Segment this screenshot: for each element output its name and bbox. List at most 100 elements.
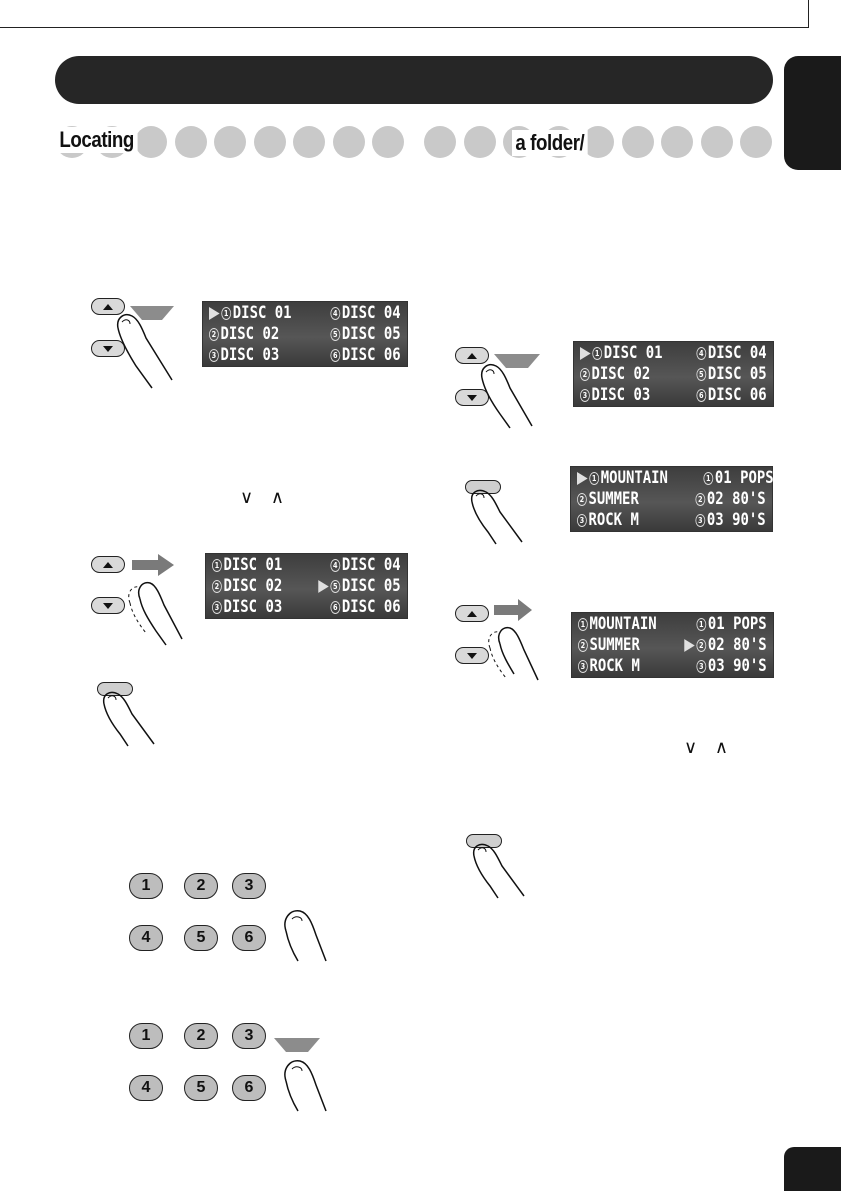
selection-arrow-icon bbox=[577, 472, 588, 485]
lcd-slot-number: 3 bbox=[577, 514, 587, 527]
up-button[interactable] bbox=[455, 605, 489, 622]
number-button-2[interactable]: 2 bbox=[184, 873, 218, 899]
down-button[interactable] bbox=[91, 597, 125, 614]
lcd-entry-text: DISC 02 bbox=[223, 576, 283, 596]
lcd-entry-text: 02 80'S bbox=[707, 489, 766, 509]
lcd-slot-number: 3 bbox=[212, 601, 222, 614]
triangle-up-icon bbox=[467, 610, 477, 617]
select-button[interactable] bbox=[466, 834, 502, 848]
lcd-entry-text: DISC 05 bbox=[708, 364, 767, 384]
up-button[interactable] bbox=[455, 347, 489, 364]
lcd-entry-text: DISC 03 bbox=[220, 345, 280, 365]
lcd-slot-number: 5 bbox=[330, 328, 341, 341]
title-circle bbox=[135, 126, 167, 158]
lcd-slot-number: 6 bbox=[330, 601, 341, 614]
lcd-entry-text: DISC 02 bbox=[591, 364, 651, 384]
select-button[interactable] bbox=[465, 480, 501, 494]
title-circle bbox=[661, 126, 693, 158]
lcd-slot-number: 3 bbox=[695, 514, 706, 527]
lcd-entry-text: DISC 03 bbox=[223, 597, 283, 617]
lcd-slot-number: 1 bbox=[703, 472, 714, 485]
number-button-1[interactable]: 1 bbox=[129, 1023, 163, 1049]
lcd-slot-number: 4 bbox=[330, 307, 341, 320]
lcd-slot-number: 2 bbox=[580, 368, 590, 381]
up-down-symbols: ∨ ∧ bbox=[684, 737, 735, 758]
number-button-4[interactable]: 4 bbox=[129, 925, 163, 951]
number-button-1[interactable]: 1 bbox=[129, 873, 163, 899]
title-circle bbox=[332, 126, 365, 158]
arrow-down-icon bbox=[274, 1038, 320, 1052]
lcd-entry-text: DISC 04 bbox=[708, 343, 767, 363]
lcd-slot-number: 1 bbox=[212, 559, 222, 572]
up-button[interactable] bbox=[91, 556, 125, 573]
lcd-slot-number: 5 bbox=[330, 580, 341, 593]
crop-mark bbox=[808, 0, 809, 28]
number-button-5[interactable]: 5 bbox=[184, 925, 218, 951]
number-button-3[interactable]: 3 bbox=[232, 873, 266, 899]
number-button-4[interactable]: 4 bbox=[129, 1075, 163, 1101]
number-button-6[interactable]: 6 bbox=[232, 925, 266, 951]
lcd-entry-text: DISC 04 bbox=[342, 555, 401, 575]
lcd-entry-text: DISC 01 bbox=[603, 343, 663, 363]
lcd-entry-text: DISC 01 bbox=[223, 555, 283, 575]
down-button[interactable] bbox=[455, 389, 489, 406]
lcd-entry-text: DISC 01 bbox=[232, 303, 292, 323]
lcd-slot-number: 2 bbox=[695, 493, 706, 506]
selection-arrow-icon bbox=[684, 639, 696, 652]
title-folder: a folder/ bbox=[512, 130, 588, 156]
number-button-5[interactable]: 5 bbox=[184, 1075, 218, 1101]
lcd-entry-text: MOUNTAIN bbox=[589, 614, 657, 634]
selection-arrow-icon bbox=[318, 580, 330, 593]
lcd-entry-text: DISC 02 bbox=[220, 324, 280, 344]
finger-press-icon bbox=[116, 314, 173, 389]
title-circle bbox=[253, 126, 286, 158]
arrow-down-icon bbox=[130, 306, 174, 320]
select-button[interactable] bbox=[97, 682, 133, 696]
up-button[interactable] bbox=[91, 298, 125, 315]
number-button-2[interactable]: 2 bbox=[184, 1023, 218, 1049]
title-circle bbox=[463, 126, 496, 158]
triangle-up-icon bbox=[103, 561, 113, 568]
lcd-entry-text: 01 POPS bbox=[708, 614, 767, 634]
down-button[interactable] bbox=[91, 340, 125, 357]
down-button[interactable] bbox=[455, 647, 489, 664]
lcd-slot-number: 1 bbox=[696, 618, 707, 631]
number-button-3[interactable]: 3 bbox=[232, 1023, 266, 1049]
title-circle bbox=[700, 126, 733, 158]
lcd-entry-text: 03 90'S bbox=[707, 510, 766, 530]
lcd-entry-text: SUMMER bbox=[589, 635, 640, 655]
title-locating: Locating bbox=[56, 127, 138, 153]
crop-mark bbox=[0, 27, 808, 28]
arrow-down-icon bbox=[494, 354, 540, 368]
finger-press-icon bbox=[472, 843, 525, 899]
title-circles-right bbox=[424, 126, 774, 158]
lcd-entry-text: SUMMER bbox=[588, 489, 639, 509]
number-button-6[interactable]: 6 bbox=[232, 1075, 266, 1101]
